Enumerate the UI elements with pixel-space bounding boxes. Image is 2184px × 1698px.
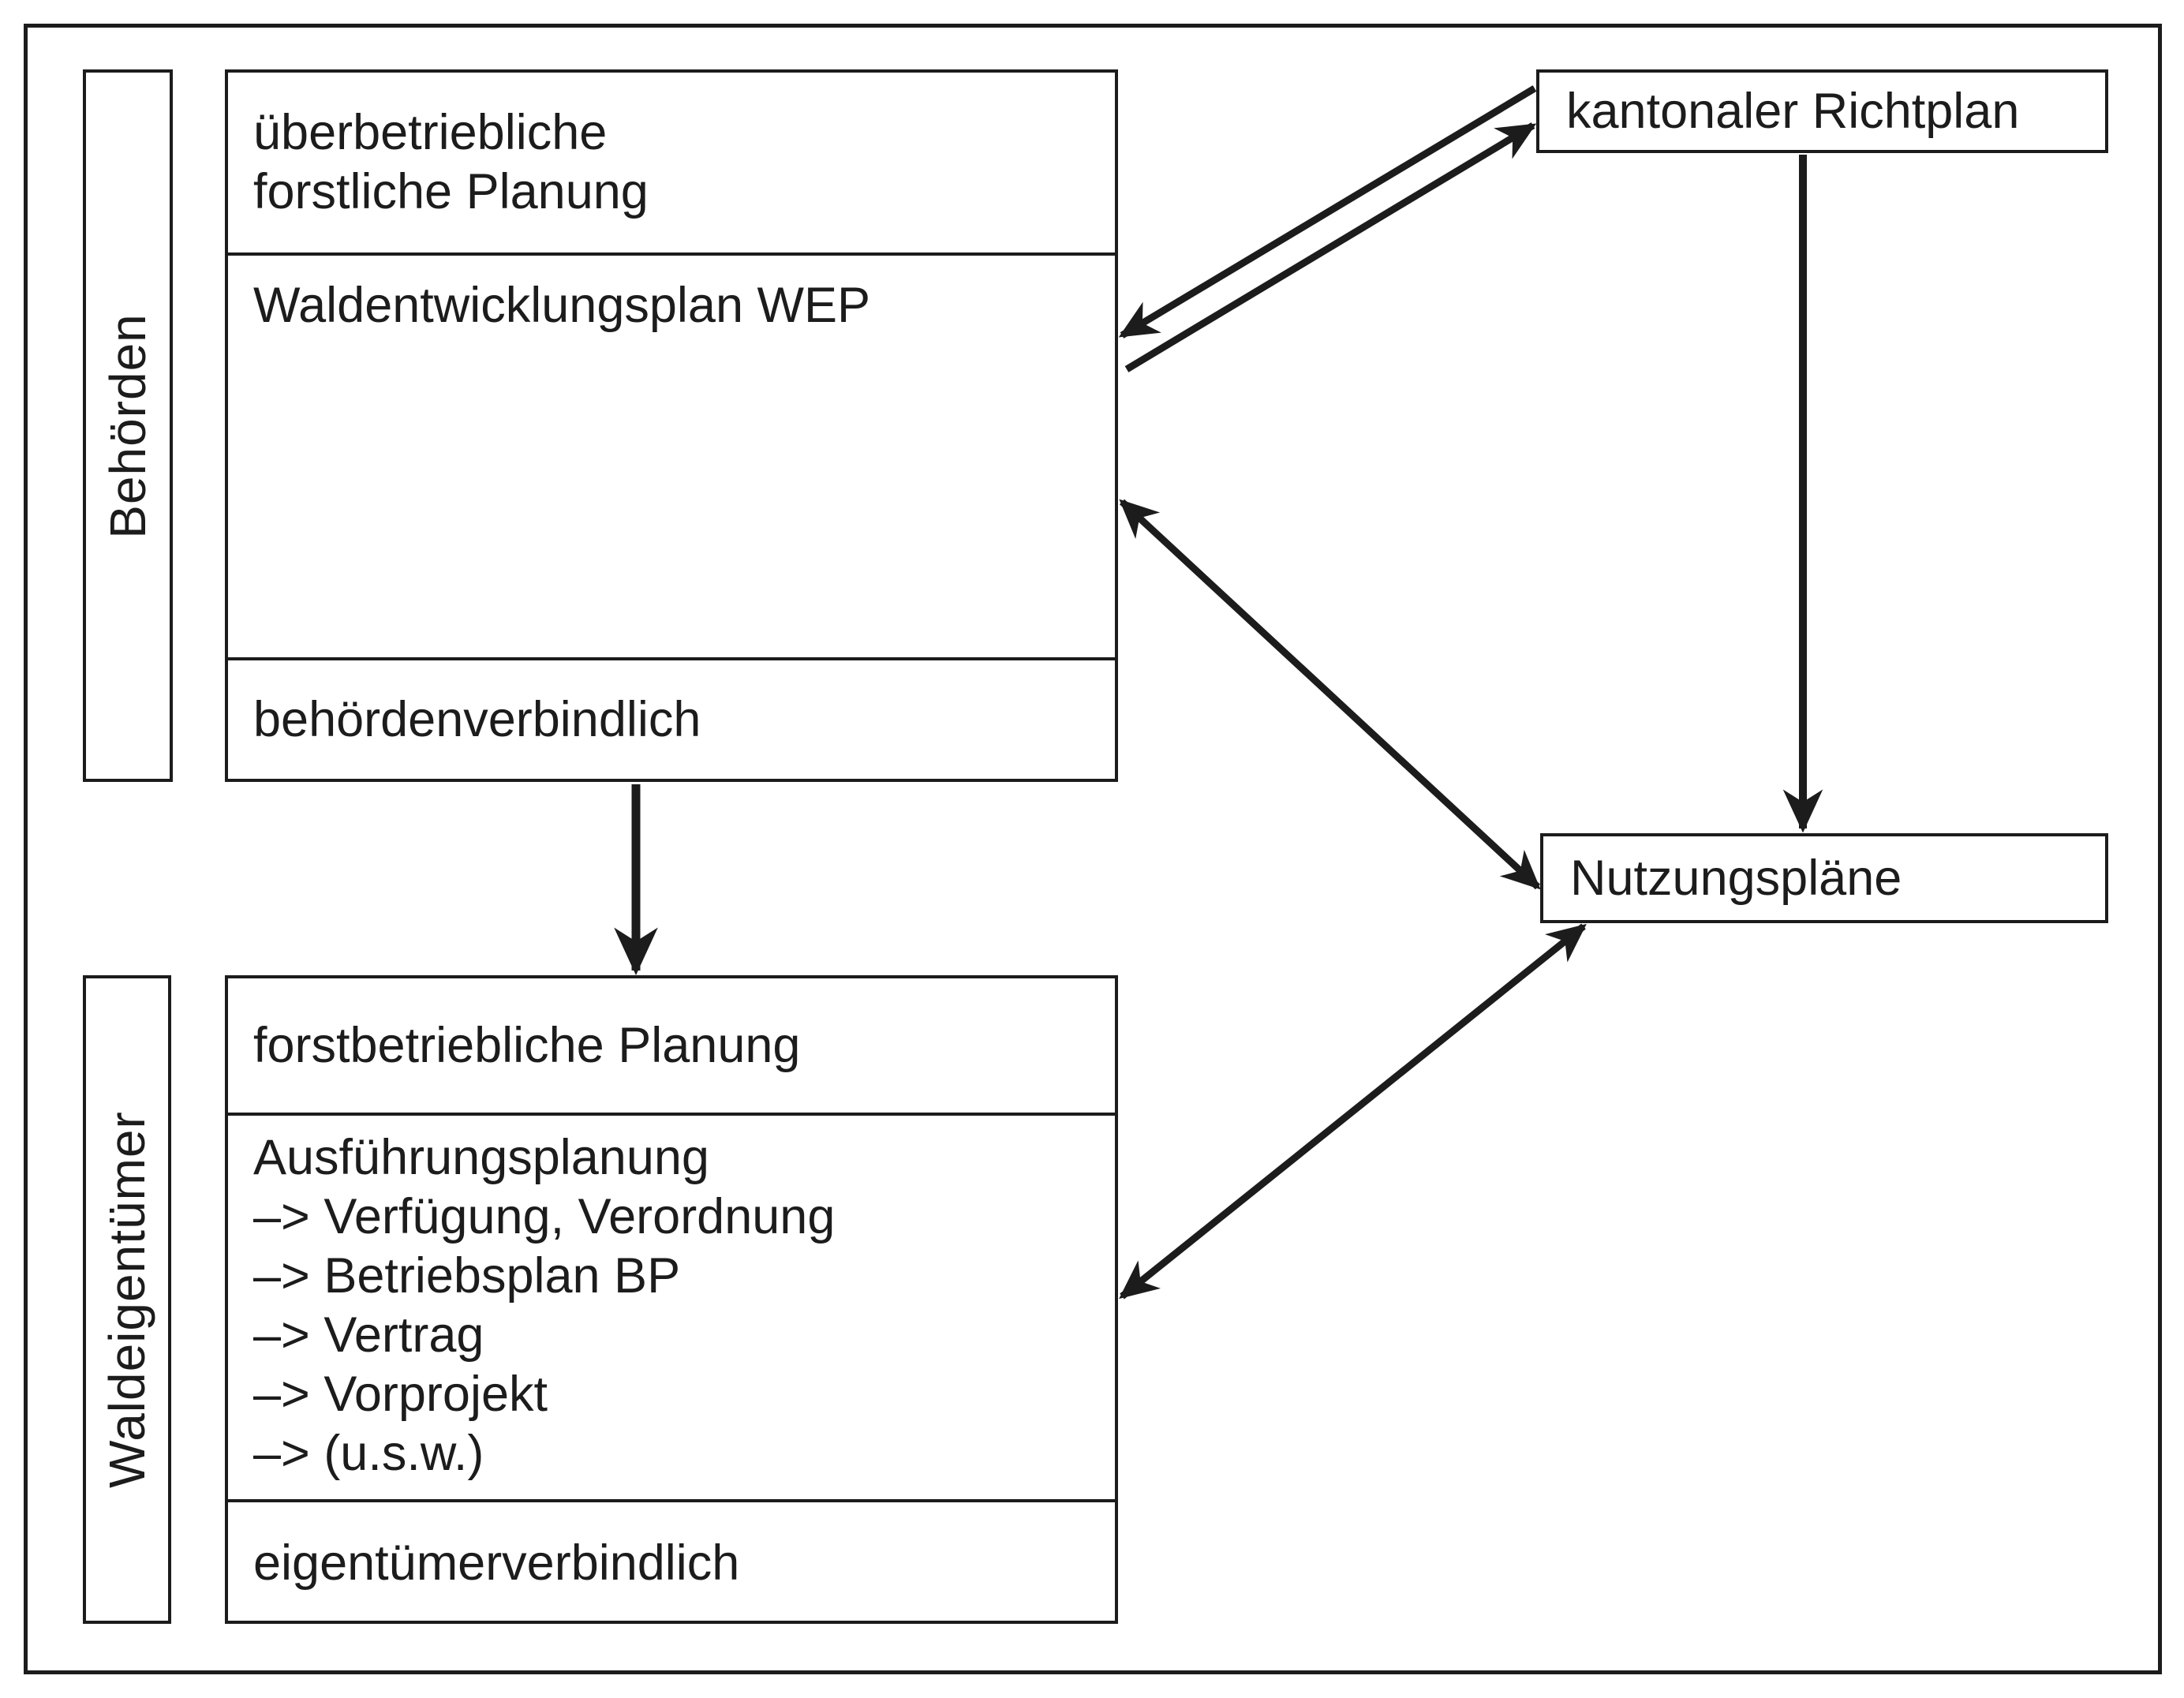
arrow-richtplan-to-wep: [1118, 85, 1537, 338]
betriebsplan-box: forstbetriebliche Planung Ausführungspla…: [225, 975, 1118, 1624]
kantonaler-richtplan-box: kantonaler Richtplan: [1536, 69, 2108, 153]
arrow-wep-to-richtplan: [1124, 122, 1537, 372]
outer-frame: [24, 24, 2162, 1674]
bp-box-header: forstbetriebliche Planung: [228, 978, 1115, 1113]
execution-item: –> Vertrag: [253, 1307, 484, 1363]
wep-plan-label: Waldentwicklungsplan WEP: [253, 278, 870, 333]
bp-box-divider-1: [228, 1113, 1115, 1116]
execution-planning-title: Ausführungsplanung: [253, 1130, 709, 1185]
bp-box-footer: eigentümerverbindlich: [228, 1502, 1115, 1624]
wep-box-title-line2: forstliche Planung: [253, 164, 649, 219]
nutzungsplaene-label: Nutzungspläne: [1570, 851, 1902, 906]
lane-label-behoerden-text: Behörden: [99, 312, 156, 539]
nutzungsplaene-box: Nutzungspläne: [1540, 833, 2108, 923]
wep-box-divider-2: [228, 657, 1115, 660]
execution-item: –> Verfügung, Verordnung: [253, 1189, 836, 1244]
wep-planning-box: überbetriebliche forstliche Planung Wald…: [225, 69, 1118, 782]
wep-box-title-line1: überbetriebliche: [253, 105, 608, 160]
wep-box-footer: behördenverbindlich: [228, 660, 1115, 779]
bp-box-body: Ausführungsplanung –> Verfügung, Verordn…: [228, 1116, 1115, 1496]
bp-binding-note: eigentümerverbindlich: [253, 1535, 740, 1591]
execution-item: –> (u.s.w.): [253, 1426, 484, 1481]
lane-label-waldeigentuemer-text: Waldeigentümer: [99, 1111, 155, 1488]
bp-box-title: forstbetriebliche Planung: [253, 1017, 801, 1073]
wep-binding-note: behördenverbindlich: [253, 691, 701, 747]
lane-label-behoerden: Behörden: [83, 69, 173, 782]
bp-box-divider-2: [228, 1499, 1115, 1502]
execution-item: –> Vorprojekt: [253, 1367, 548, 1422]
kantonaler-richtplan-label: kantonaler Richtplan: [1566, 84, 2020, 139]
wep-box-divider-1: [228, 252, 1115, 256]
wep-box-body: Waldentwicklungsplan WEP: [228, 256, 1115, 657]
arrow-ausfuehrung-nutzungsplaene-bidirectional: [1119, 923, 1587, 1300]
arrow-wep-nutzungsplaene-bidirectional: [1119, 499, 1541, 890]
wep-box-header: überbetriebliche forstliche Planung: [228, 73, 1115, 252]
lane-label-waldeigentuemer: Waldeigentümer: [83, 975, 171, 1624]
execution-item: –> Betriebsplan BP: [253, 1248, 681, 1303]
